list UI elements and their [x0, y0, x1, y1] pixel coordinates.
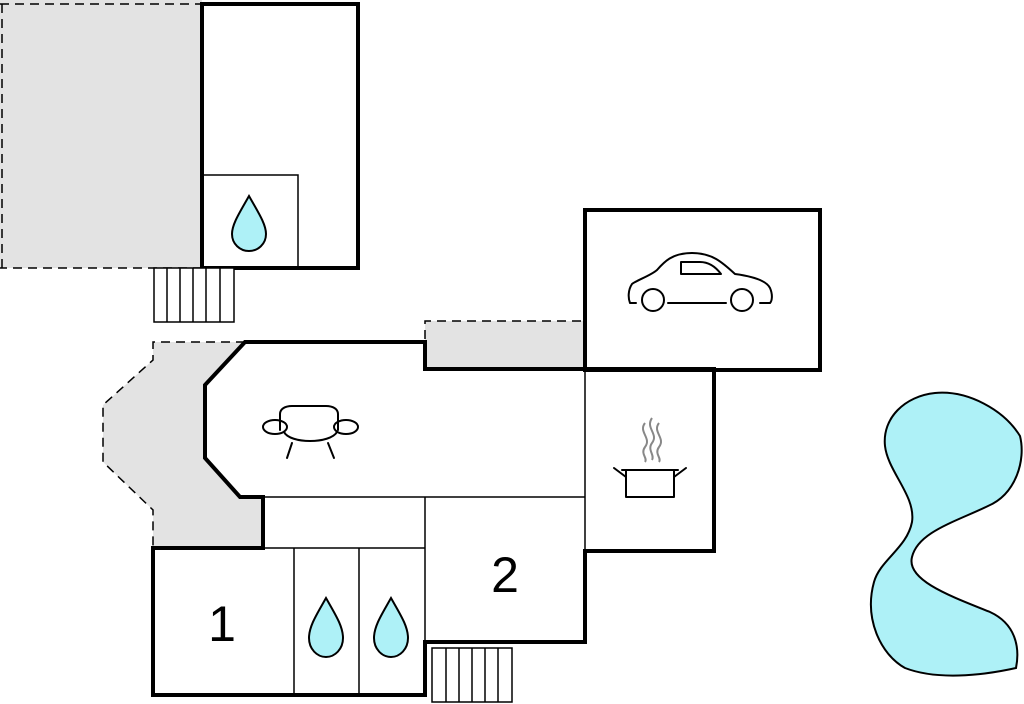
pool-shape [870, 391, 1023, 677]
room-label-2: 2 [491, 547, 519, 603]
water-drop-icon [307, 595, 345, 659]
water-drop-icon [372, 595, 410, 659]
room-label-1: 1 [208, 596, 236, 652]
terrace-top-middle [424, 320, 585, 369]
car-icon [627, 252, 773, 312]
interior-walls [263, 369, 586, 695]
cooking-pot-icon [613, 417, 687, 498]
main-house-wall [151, 340, 716, 697]
water-drop-icon [230, 193, 268, 253]
annex-building [200, 2, 360, 270]
terrace-left [102, 341, 263, 548]
garage [583, 208, 822, 372]
armchair-icon [262, 405, 359, 459]
terrace-top-left [0, 0, 202, 269]
stairs-bottom [431, 647, 513, 703]
annex-bathroom [201, 174, 299, 269]
stairs-top [153, 267, 235, 323]
